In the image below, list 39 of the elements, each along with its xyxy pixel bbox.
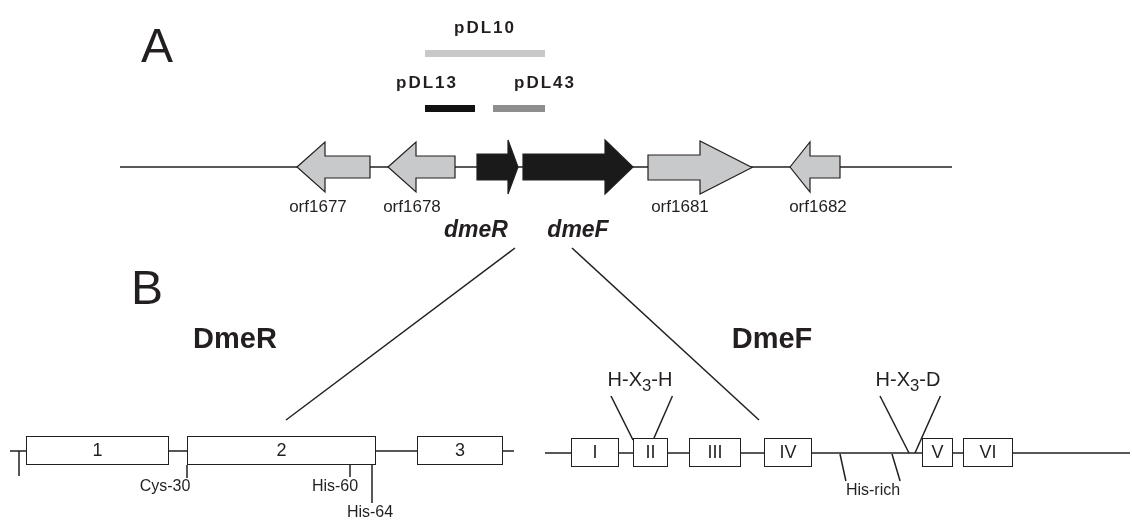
annotation-label: Cys-30 (139, 477, 191, 495)
panel-letter: A (141, 18, 173, 73)
domain-box: II (633, 438, 668, 467)
gene-label: dmeR (444, 216, 508, 243)
leader-line (879, 395, 910, 454)
annotation-label: His-60 (311, 477, 359, 495)
leader-line (653, 395, 674, 439)
domain-box: V (922, 438, 953, 467)
protein-name: DmeF (731, 322, 813, 355)
annotation-label: His-64 (346, 503, 394, 521)
domain-box: 1 (26, 436, 169, 465)
gene-label: dmeF (547, 216, 609, 243)
domain-box: IV (764, 438, 812, 467)
plasmid-label: pDL13 (396, 73, 458, 93)
zoom-line (285, 247, 516, 421)
plasmid-label: pDL10 (454, 18, 516, 38)
leader-line (839, 453, 847, 482)
gene-label: orf1682 (789, 197, 847, 217)
domain-box: 3 (417, 436, 503, 465)
leader-line (186, 464, 188, 479)
annotation-label: His-rich (845, 481, 901, 499)
gene-label: orf1677 (289, 197, 347, 217)
leader-line (914, 395, 942, 454)
leader-line (610, 395, 634, 441)
domain-box: VI (963, 438, 1013, 467)
zoom-line (571, 247, 760, 421)
protein-name: DmeR (193, 322, 277, 355)
gene-label: orf1678 (383, 197, 441, 217)
leader-line (349, 464, 351, 478)
panel-letter: B (131, 260, 163, 315)
plasmid-label: pDL43 (514, 73, 576, 93)
domain-box: I (571, 438, 619, 467)
annotation-label: H-X$_{3}$-D (875, 368, 941, 396)
domain-box: 2 (187, 436, 376, 465)
gene-label: orf1681 (651, 197, 709, 217)
leader-line (371, 464, 373, 504)
domain-box: III (689, 438, 741, 467)
leader-line (891, 453, 901, 482)
annotation-label: H-X$_{3}$-H (607, 368, 673, 396)
